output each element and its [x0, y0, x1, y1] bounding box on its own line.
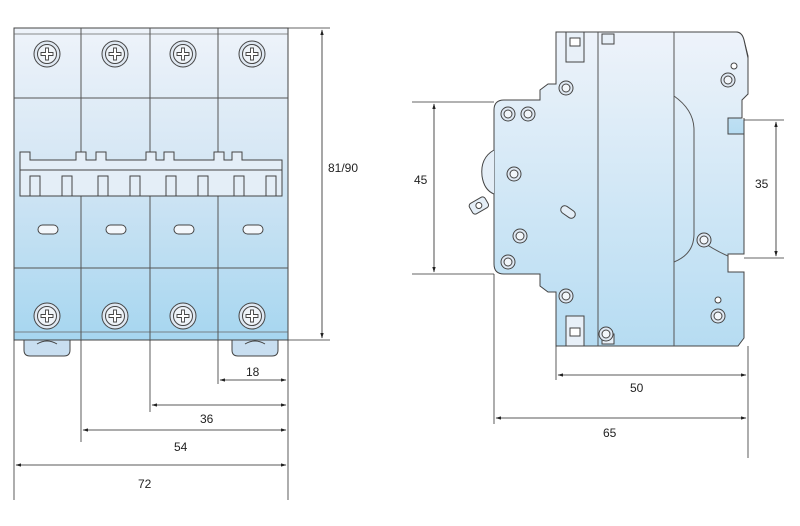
rivet-icon [558, 288, 574, 304]
terminal-screw-icon [169, 40, 197, 68]
toggle-levers [19, 151, 283, 197]
rivet-icon [558, 80, 574, 96]
handle-tip [468, 196, 490, 215]
rail-height-label: 35 [755, 177, 769, 191]
width-36-label: 36 [200, 412, 214, 426]
rivet-icon [512, 228, 528, 244]
status-window [105, 224, 127, 235]
terminal-screw-icon [33, 40, 61, 68]
rivet-icon [500, 106, 516, 122]
terminal-screw-icon [238, 40, 266, 68]
side-dimensions: 45 35 50 65 [412, 101, 784, 458]
width-72-label: 72 [138, 477, 152, 491]
side-view [468, 31, 749, 347]
rivet-icon [598, 326, 614, 342]
rivet-icon [710, 308, 726, 324]
status-window [37, 224, 59, 235]
rivet-icon [696, 232, 712, 248]
status-window [242, 224, 264, 235]
body-depth-label: 50 [630, 381, 644, 395]
terminal-screw-icon [101, 40, 129, 68]
rivet-icon [506, 166, 522, 182]
terminal-screw-icon [169, 302, 197, 330]
side-profile [493, 31, 749, 347]
front-height-label: 45 [414, 173, 428, 187]
height-dimension-label: 81/90 [328, 161, 358, 175]
rivet-icon [520, 106, 536, 122]
terminal-screw-icon [101, 302, 129, 330]
din-clip-right [231, 339, 279, 357]
rivet-icon [720, 72, 736, 88]
width-18-label: 18 [246, 365, 260, 379]
total-depth-label: 65 [603, 426, 617, 440]
status-window [173, 224, 195, 235]
terminal-screw-icon [238, 302, 266, 330]
width-54-label: 54 [174, 440, 188, 454]
handle-side [481, 149, 495, 195]
din-clip-left [23, 339, 71, 357]
terminal-screw-icon [33, 302, 61, 330]
front-dimensions: 81/90 18 36 54 72 [13, 27, 358, 500]
front-view [13, 27, 289, 357]
rivet-icon [500, 254, 516, 270]
